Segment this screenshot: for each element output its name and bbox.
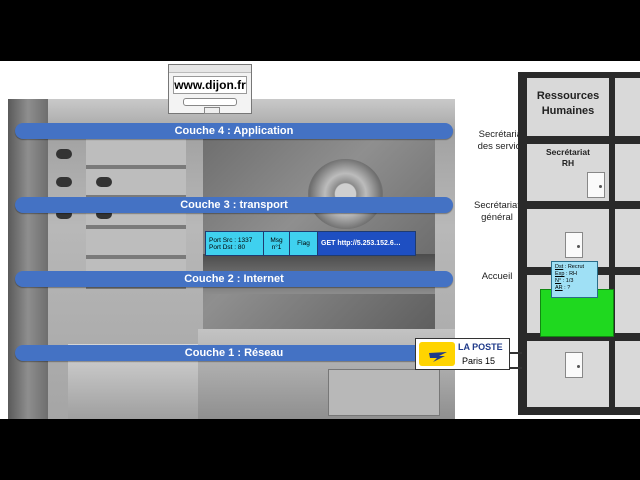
packet-msg-line2: n°1 [271, 243, 282, 251]
browser-titlebar [169, 65, 251, 73]
laposte-sign: LA POSTE Paris 15 [415, 338, 510, 370]
connector-line [510, 367, 522, 369]
envelope-exp-label: Exp [555, 271, 565, 277]
building: Ressources Humaines Secrétariat RH [518, 72, 640, 415]
case-frame [8, 99, 48, 419]
laposte-bird-icon [429, 352, 447, 362]
room-secretariat-rh-label: Secrétariat RH [527, 147, 609, 169]
layer-internet-bar: Couche 2 : Internet [15, 271, 453, 287]
label-secretariats: Secrétariats des services [462, 129, 546, 153]
packet-port-src: Port Src : 1337 [209, 236, 253, 244]
envelope: Dst : Recrut Exp : RH N° : 1/3 AR : ? [551, 261, 598, 298]
envelope-dst-label: Dst [555, 264, 564, 270]
room-rh-side [615, 78, 640, 136]
bay-hole [56, 149, 72, 159]
label-secretariat-general-line2: général [481, 212, 513, 223]
browser-search-field [183, 98, 237, 106]
envelope-num-label: N° [555, 278, 562, 284]
packet-msg: Msg n°1 [264, 232, 290, 255]
tcp-packet: Port Src : 1337 Port Dst : 80 Msg n°1 Fl… [205, 231, 416, 256]
browser-go-button [204, 107, 220, 114]
room-side-4 [615, 275, 640, 333]
cpu-cooler [308, 159, 383, 229]
bay-hole [56, 209, 72, 219]
slide: www.dijon.fr Couche 4 : Application Couc… [0, 61, 640, 419]
case-drive [328, 369, 440, 416]
connector-line [510, 352, 522, 354]
room-side-2 [615, 144, 640, 201]
bay-hole [96, 209, 112, 219]
layer-transport-bar: Couche 3 : transport [15, 197, 453, 213]
laposte-logo [419, 342, 455, 366]
label-secretariat-general: Secrétariat général [462, 200, 532, 224]
computer-case-photo [8, 99, 455, 419]
label-secretariat-general-line1: Secrétariat [474, 200, 520, 211]
browser-window: www.dijon.fr [168, 64, 252, 114]
packet-ports: Port Src : 1337 Port Dst : 80 [206, 232, 264, 255]
label-secretariats-line2: des services [477, 141, 531, 152]
bay-hole [56, 177, 72, 187]
room-rh-label: Ressources Humaines [527, 89, 609, 119]
envelope-ar-label: AR [555, 285, 563, 291]
envelope-dst-value: : Recrut [563, 264, 585, 270]
laposte-city: Paris 15 [462, 356, 496, 366]
packet-port-dst: Port Dst : 80 [209, 243, 246, 251]
room-rh-label-line1: Ressources [536, 90, 600, 102]
packet-request: GET http://5.253.152.6… [318, 232, 415, 255]
room-secretariat-rh-line2: RH [561, 158, 575, 168]
door [587, 172, 605, 198]
packet-msg-line1: Msg [270, 236, 283, 244]
envelope-num-value: : 1/3 [561, 278, 574, 284]
room-secretariat-rh-line1: Secrétariat [546, 147, 590, 157]
laposte-brand: LA POSTE [458, 342, 503, 352]
door [565, 352, 583, 378]
room-rh [527, 78, 609, 136]
door [565, 232, 583, 258]
room-side-3 [615, 209, 640, 267]
packet-flag: Flag [290, 232, 318, 255]
envelope-ar-value: : ? [562, 285, 571, 291]
bay-hole [96, 177, 112, 187]
label-secretariats-line1: Secrétariats [478, 129, 530, 140]
browser-url: www.dijon.fr [173, 76, 247, 94]
layer-network-bar: Couche 1 : Réseau [15, 345, 453, 361]
label-accueil: Accueil [481, 271, 513, 282]
room-side-5 [615, 341, 640, 407]
envelope-exp-value: : RH [564, 271, 578, 277]
layer-application-bar: Couche 4 : Application [15, 123, 453, 139]
room-rh-label-line2: Humaines [541, 105, 595, 117]
